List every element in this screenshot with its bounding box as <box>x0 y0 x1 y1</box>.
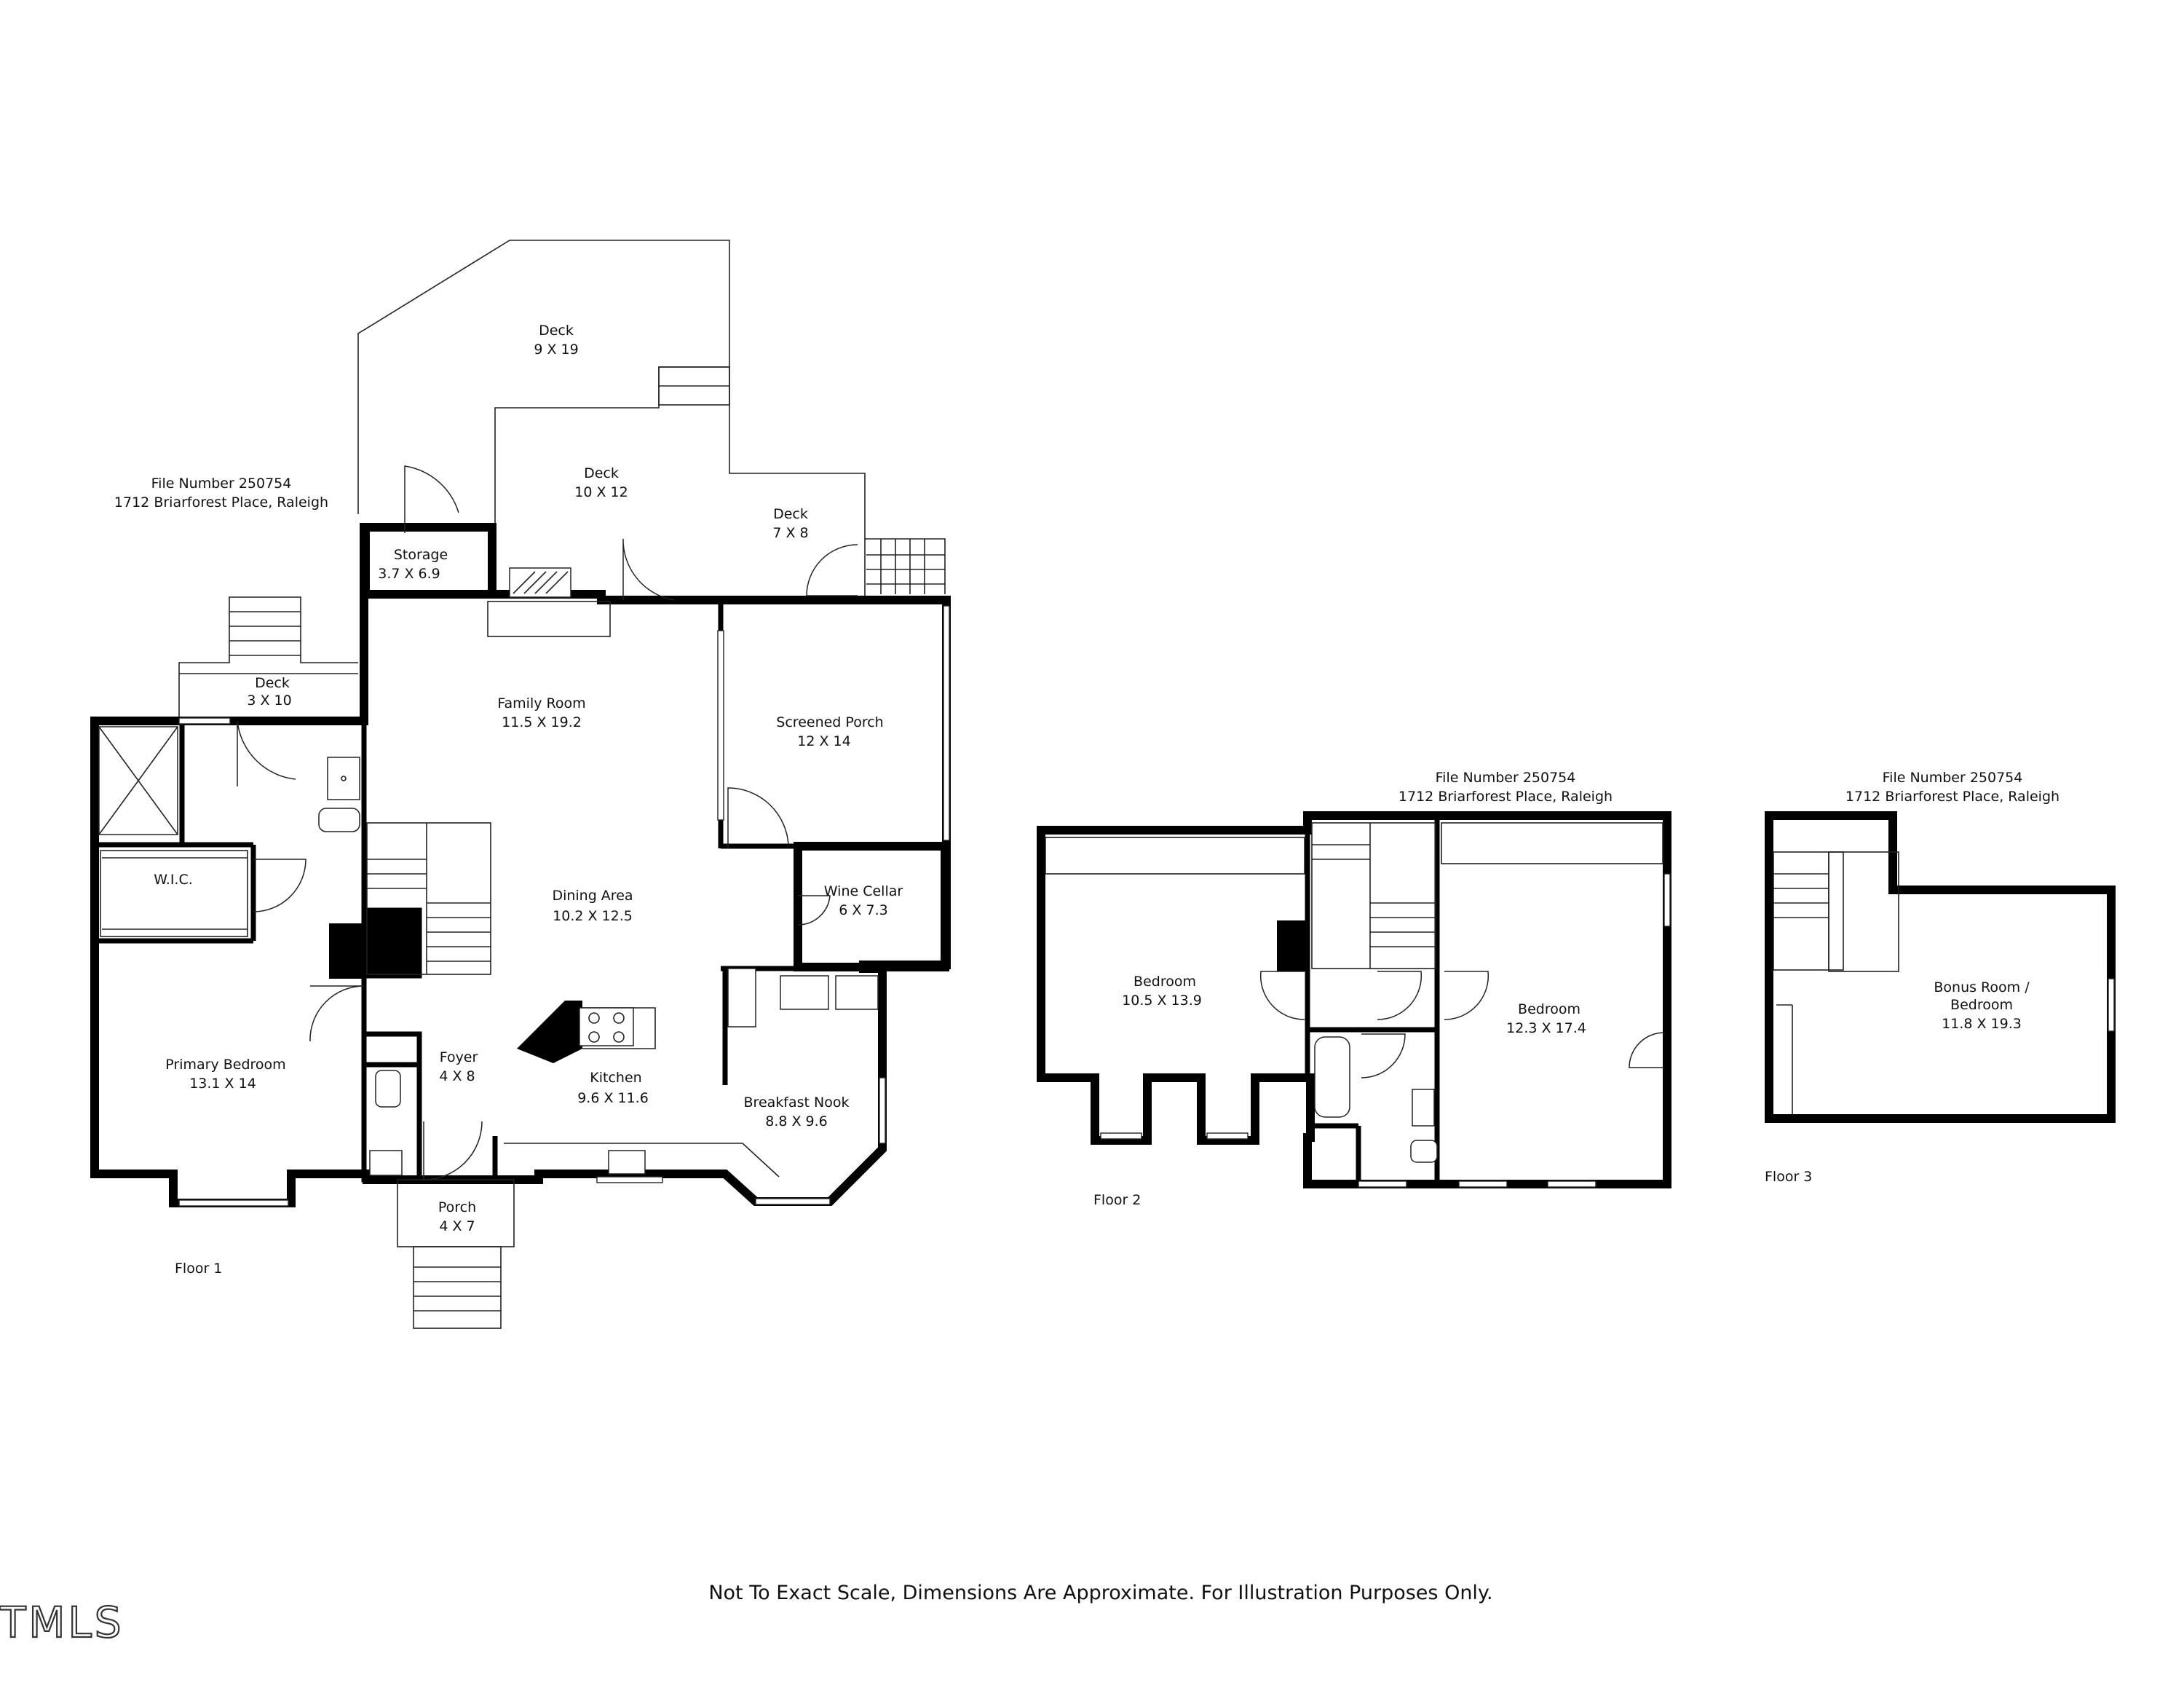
floor-2-plan <box>1037 811 1671 1188</box>
mls-logo: TMLS <box>0 1598 124 1647</box>
svg-text:Bedroom: Bedroom <box>1950 997 2013 1013</box>
svg-text:Deck: Deck <box>539 323 574 339</box>
address-floor2: 1712 Briarforest Place, Raleigh <box>1398 789 1613 805</box>
room-deck-side: Deck 3 X 10 <box>247 675 291 709</box>
file-number-floor1: File Number 250754 <box>151 476 292 492</box>
svg-text:12 X 14: 12 X 14 <box>797 733 850 749</box>
svg-text:13.1 X 14: 13.1 X 14 <box>189 1076 256 1092</box>
svg-text:Bonus Room /: Bonus Room / <box>1934 979 2030 995</box>
floor-3-plan <box>1765 811 2116 1123</box>
header-floor2: File Number 250754 1712 Briarforest Plac… <box>1398 770 1613 805</box>
floor-2-label: Floor 2 <box>1093 1192 1141 1208</box>
svg-text:4 X 7: 4 X 7 <box>439 1218 475 1234</box>
room-wic: W.I.C. <box>154 872 193 888</box>
svg-text:Wine Cellar: Wine Cellar <box>824 883 903 899</box>
room-deck-mid: Deck 10 X 12 <box>574 465 628 500</box>
svg-text:10 X 12: 10 X 12 <box>574 484 628 500</box>
header-floor1: File Number 250754 1712 Briarforest Plac… <box>114 476 328 510</box>
svg-text:Primary Bedroom: Primary Bedroom <box>165 1057 285 1073</box>
svg-text:Family Room: Family Room <box>497 695 585 711</box>
svg-text:Deck: Deck <box>255 675 290 691</box>
svg-text:3 X 10: 3 X 10 <box>247 693 291 709</box>
floor-3-label: Floor 3 <box>1765 1169 1812 1185</box>
address-floor1: 1712 Briarforest Place, Raleigh <box>114 494 328 510</box>
room-breakfast-nook: Breakfast Nook 8.8 X 9.6 <box>744 1095 850 1129</box>
svg-text:7 X 8: 7 X 8 <box>772 525 808 541</box>
room-wine-cellar: Wine Cellar 6 X 7.3 <box>824 883 903 918</box>
file-number-floor2: File Number 250754 <box>1436 770 1576 786</box>
svg-text:12.3 X 17.4: 12.3 X 17.4 <box>1506 1020 1586 1036</box>
svg-text:Foyer: Foyer <box>440 1049 478 1065</box>
svg-text:Storage: Storage <box>394 547 448 563</box>
room-deck-large: Deck 9 X 19 <box>534 323 578 358</box>
room-bedroom-floor2-left: Bedroom 10.5 X 13.9 <box>1122 974 1202 1009</box>
svg-text:11.5 X 19.2: 11.5 X 19.2 <box>502 714 582 730</box>
room-deck-small: Deck 7 X 8 <box>772 506 808 541</box>
room-screened-porch: Screened Porch 12 X 14 <box>776 714 883 749</box>
deck-stairs <box>866 539 945 594</box>
room-primary-bedroom: Primary Bedroom 13.1 X 14 <box>165 1057 285 1092</box>
svg-text:10.5 X 13.9: 10.5 X 13.9 <box>1122 993 1202 1009</box>
svg-text:9.6 X 11.6: 9.6 X 11.6 <box>577 1090 649 1106</box>
svg-text:Deck: Deck <box>773 506 808 522</box>
svg-text:Porch: Porch <box>438 1199 476 1215</box>
svg-text:Bedroom: Bedroom <box>1133 974 1196 990</box>
room-bedroom-floor2-right: Bedroom 12.3 X 17.4 <box>1506 1001 1586 1036</box>
svg-text:Bedroom: Bedroom <box>1518 1001 1580 1017</box>
svg-text:W.I.C.: W.I.C. <box>154 872 193 888</box>
room-kitchen: Kitchen 9.6 X 11.6 <box>577 1070 649 1106</box>
svg-text:Kitchen: Kitchen <box>590 1070 641 1086</box>
disclaimer: Not To Exact Scale, Dimensions Are Appro… <box>708 1582 1492 1604</box>
svg-text:Screened Porch: Screened Porch <box>776 714 883 730</box>
svg-text:Dining Area: Dining Area <box>552 888 633 904</box>
room-foyer: Foyer 4 X 8 <box>439 1049 478 1084</box>
svg-text:8.8 X 9.6: 8.8 X 9.6 <box>765 1113 828 1129</box>
floor1-stairs <box>367 823 491 974</box>
room-dining-area: Dining Area 10.2 X 12.5 <box>552 888 633 924</box>
floor-1-plan <box>90 240 951 1329</box>
svg-text:10.2 X 12.5: 10.2 X 12.5 <box>553 908 633 924</box>
file-number-floor3: File Number 250754 <box>1883 770 2023 786</box>
svg-text:9 X 19: 9 X 19 <box>534 342 578 358</box>
room-bonus-room: Bonus Room / Bedroom 11.8 X 19.3 <box>1934 979 2030 1032</box>
svg-text:6 X 7.3: 6 X 7.3 <box>839 902 887 918</box>
svg-text:11.8 X 19.3: 11.8 X 19.3 <box>1942 1016 2022 1032</box>
svg-text:Deck: Deck <box>584 465 619 481</box>
address-floor3: 1712 Briarforest Place, Raleigh <box>1845 789 2060 805</box>
floor-1-label: Floor 1 <box>175 1261 222 1277</box>
svg-text:Breakfast Nook: Breakfast Nook <box>744 1095 850 1111</box>
header-floor3: File Number 250754 1712 Briarforest Plac… <box>1845 770 2060 805</box>
room-family-room: Family Room 11.5 X 19.2 <box>497 695 585 730</box>
svg-text:3.7 X 6.9: 3.7 X 6.9 <box>378 566 440 582</box>
room-porch: Porch 4 X 7 <box>438 1199 476 1234</box>
room-storage: Storage 3.7 X 6.9 <box>378 547 448 582</box>
fireplace-hatch <box>513 571 569 594</box>
svg-text:4 X 8: 4 X 8 <box>439 1068 475 1084</box>
